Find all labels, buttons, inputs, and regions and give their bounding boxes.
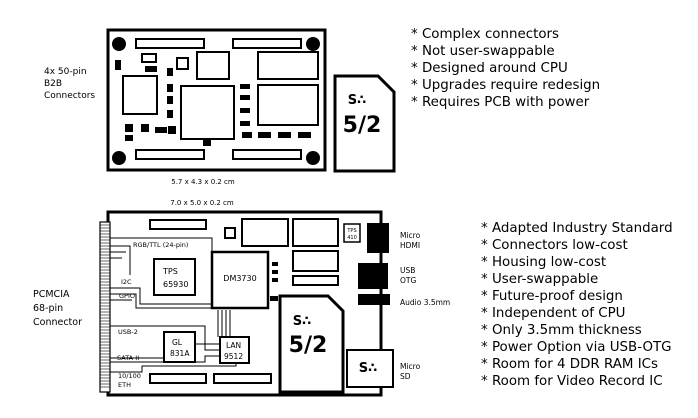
mounting-hole [112,151,126,165]
chip [257,84,319,126]
chip [122,75,158,115]
feature-item: * Only 3.5mm thickness [481,323,642,338]
i2c-label: I2C [121,278,132,286]
svg-text:9512: 9512 [224,352,243,361]
top-board: 5.7 x 4.3 x 0.2 cm [106,28,327,186]
b2b-connector [232,149,302,160]
ram-chip [292,218,339,247]
internal-connector [149,373,207,384]
sd-card-text: 5/2 [289,333,328,358]
svg-text:OTG: OTG [400,276,416,285]
micro-hdmi-port [367,223,389,253]
feature-item: * Complex connectors [411,27,559,42]
pcmcia-label: PCMCIA 68-pin Connector [33,289,82,328]
sd-logo-icon: S∴ [293,314,311,329]
svg-text:65930: 65930 [163,280,188,289]
audio-jack [358,294,390,305]
b2b-connector [135,38,205,49]
internal-connector [149,219,207,230]
feature-item: * Power Option via USB-OTG [481,340,672,355]
lan9512-chip [219,336,250,364]
svg-text:B2B: B2B [44,79,62,89]
b2b-connector [135,149,205,160]
feature-item: * Independent of CPU [481,306,626,321]
gl831a-chip [163,331,196,363]
svg-text:4x 50-pin: 4x 50-pin [44,67,87,77]
b2b-connector-label: 4x 50-pin B2B Connectors [44,67,95,101]
svg-text:TPS: TPS [346,228,356,234]
sd-card-top: S∴ 5/2 [333,74,396,173]
small-component [224,227,236,239]
svg-text:GL: GL [172,338,183,347]
mounting-hole [112,37,126,51]
chip [196,51,230,80]
micro-sd-slot: S∴ [346,349,394,388]
feature-item: * Not user-swappable [411,44,555,59]
tps410-chip [343,223,361,243]
svg-text:410: 410 [347,235,357,241]
top-feature-list: * Complex connectors * Not user-swappabl… [411,26,600,111]
feature-item: * Room for Video Record IC [481,374,663,389]
sd-logo-icon: S∴ [359,361,377,376]
ram-chip [292,275,339,286]
top-dimension-label: 5.7 x 4.3 x 0.2 cm [171,178,235,186]
small-component [141,53,157,63]
feature-item: * Connectors low-cost [481,238,628,253]
usb-otg-port [358,263,388,289]
svg-text:68-pin: 68-pin [33,303,63,314]
feature-item: * Housing low-cost [481,255,607,270]
svg-text:DM3730: DM3730 [223,274,256,283]
svg-text:TPS: TPS [162,267,178,276]
small-component [176,57,189,70]
usb-label: USB [400,266,415,275]
b2b-connector [232,38,302,49]
eth-label: 10/100 [118,372,141,380]
bottom-board: TPS 410 TPS 65930 DM3730 [99,210,394,397]
dm3730-chip [210,250,270,310]
feature-item: * User-swappable [481,272,599,287]
bottom-dimension-label: 7.0 x 5.0 x 0.2 cm [170,199,234,207]
svg-text:Connectors: Connectors [44,91,95,101]
feature-item: * Requires PCB with power [411,95,590,110]
sd-card-text: 5/2 [343,113,382,138]
usb2-label: USB-2 [118,328,138,336]
mounting-hole [306,151,320,165]
internal-connector [213,373,272,384]
pcmcia-connector [99,221,111,393]
sd-logo-icon: S∴ [348,93,366,108]
svg-text:HDMI: HDMI [400,241,420,250]
chip [257,51,319,80]
ram-chip [292,250,339,272]
sata-label: SATA-II [117,354,139,362]
svg-text:ETH: ETH [118,381,131,389]
svg-text:LAN: LAN [226,341,241,350]
feature-item: * Room for 4 DDR RAM ICs [481,357,658,372]
ram-chip [241,218,289,247]
hdmi-label: Micro [400,231,421,240]
svg-text:831A: 831A [170,349,190,358]
svg-text:SD: SD [400,372,411,381]
feature-item: * Upgrades require redesign [411,78,601,93]
passive-components [115,60,311,146]
audio-label: Audio 3.5mm [400,298,450,307]
micro-sd-label: Micro [400,362,421,371]
signal-traces [110,237,237,373]
sd-card-bottom: S∴ 5/2 [278,294,345,394]
feature-item: * Future-proof design [481,289,623,304]
gpio-label: GPIO [119,292,135,300]
feature-item: * Adapted Industry Standard [481,221,673,236]
svg-text:Connector: Connector [33,317,82,328]
bottom-feature-list: * Adapted Industry Standard * Connectors… [481,220,673,390]
cpu-chip [180,85,235,140]
rgb-label: RGB/TTL (24-pin) [133,241,188,249]
mounting-hole [306,37,320,51]
feature-item: * Designed around CPU [411,61,568,76]
tps65930-chip [153,258,196,296]
svg-text:PCMCIA: PCMCIA [33,289,70,300]
